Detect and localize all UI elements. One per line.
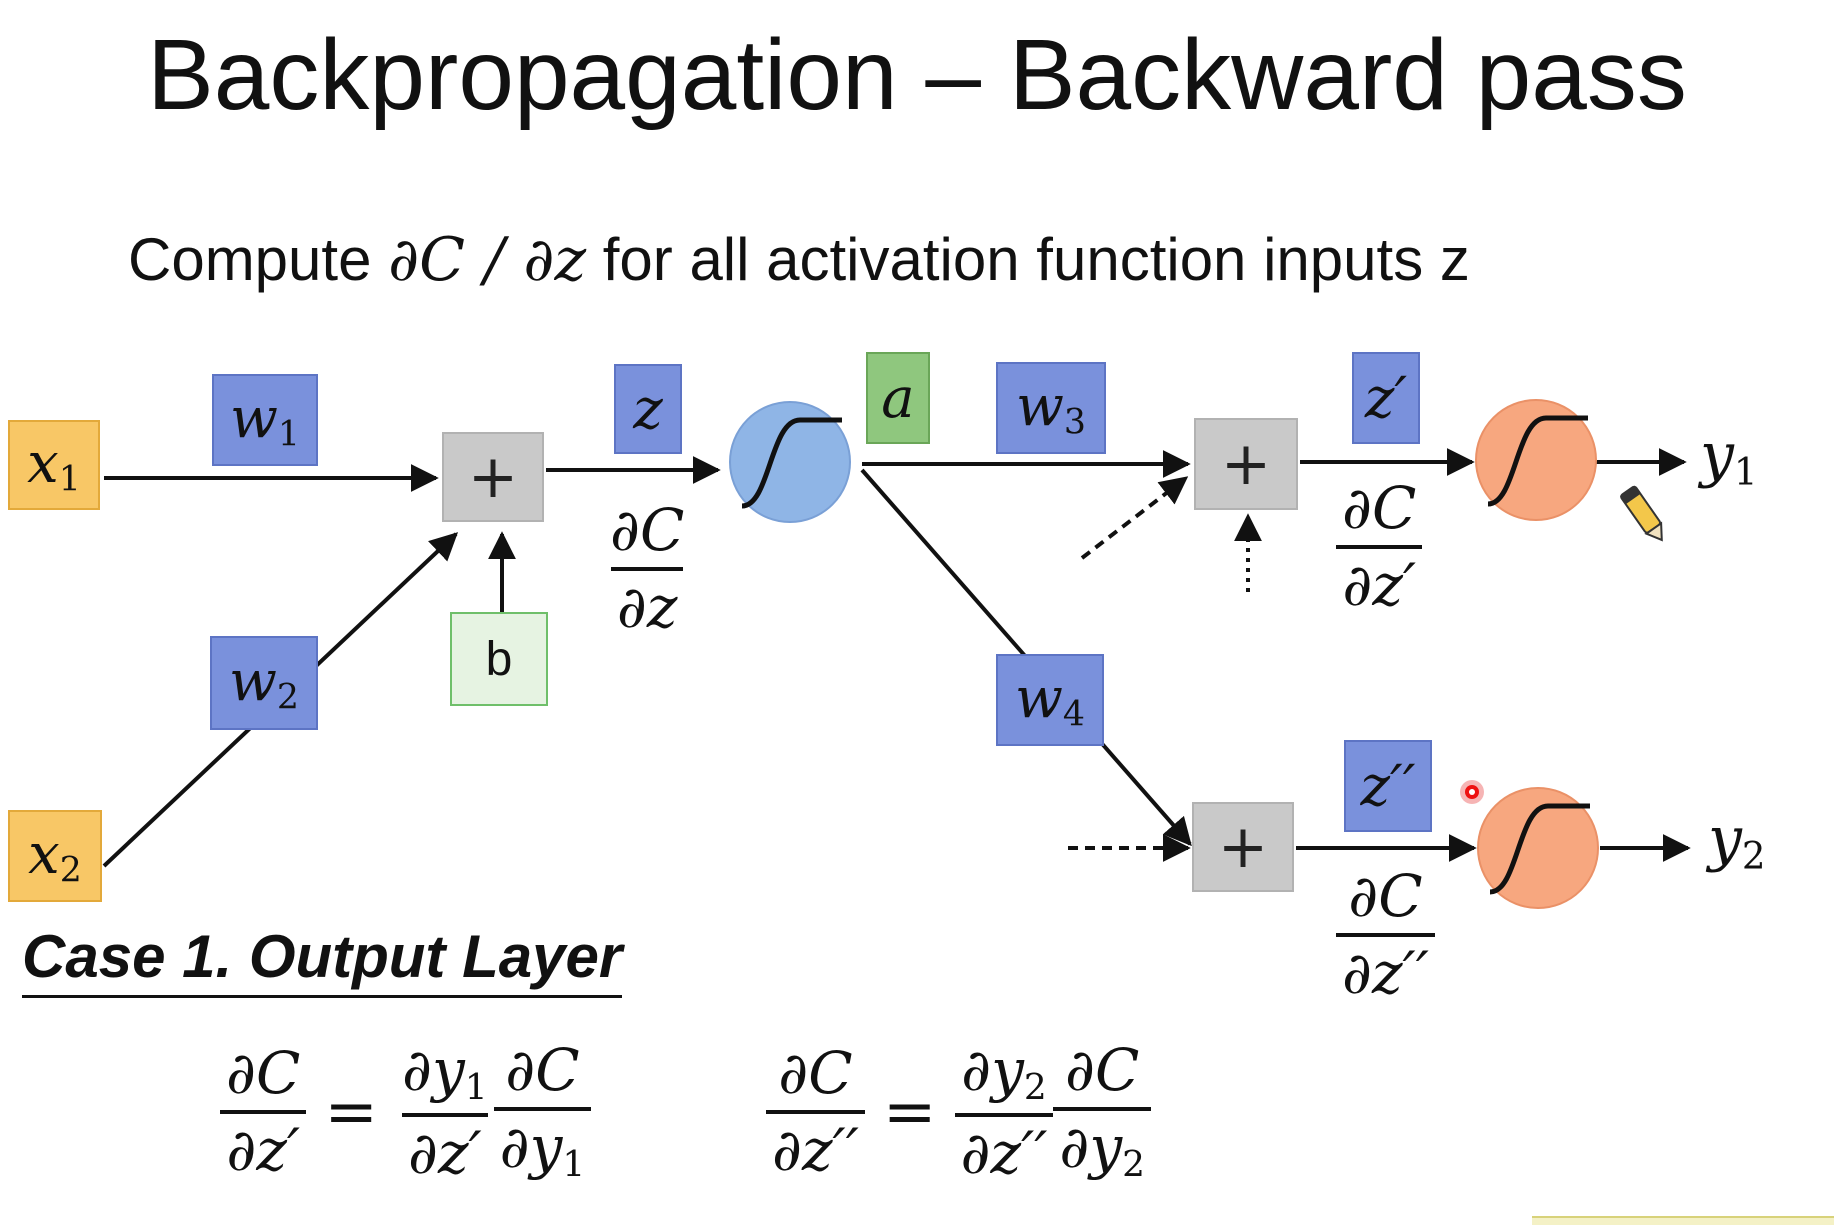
sum-node-bottom: + bbox=[1192, 802, 1294, 892]
eq1-r2-num: ∂C bbox=[505, 1036, 580, 1104]
grad-z-double-prime-den: ∂z′′ bbox=[1336, 932, 1435, 1004]
input-x2: x2 bbox=[8, 810, 102, 902]
sum-node-hidden-label: + bbox=[467, 442, 519, 512]
bias-label: b bbox=[485, 632, 513, 686]
weight-w1: w1 bbox=[212, 374, 318, 466]
weight-w2-label: w2 bbox=[228, 648, 300, 718]
z-prime-box: z′ bbox=[1352, 352, 1420, 444]
weight-w1-label: w1 bbox=[229, 385, 301, 455]
eq2-lhs: ∂C ∂z′′ bbox=[766, 1043, 865, 1181]
grad-z-prime-den: ∂z′ bbox=[1336, 544, 1423, 616]
slide-subtitle: Compute ∂C / ∂z for all activation funct… bbox=[128, 225, 1470, 295]
grad-z-den: ∂z bbox=[610, 566, 684, 638]
eq1-r2-den: ∂y1 bbox=[493, 1106, 592, 1184]
grad-z-double-prime-num: ∂C bbox=[1348, 862, 1423, 930]
eq2-r1-den: ∂z′′ bbox=[954, 1112, 1054, 1184]
eq2-lhs-den: ∂z′′ bbox=[766, 1109, 865, 1181]
pencil-cursor-icon bbox=[1620, 485, 1663, 542]
equation-2: ∂C ∂z′′ = ∂y2 ∂z′′ ∂C ∂y2 bbox=[766, 1036, 1152, 1184]
eq1-r1-den: ∂z′ bbox=[401, 1112, 488, 1184]
subtitle-prefix: Compute bbox=[128, 226, 389, 293]
eq2-lhs-num: ∂C bbox=[778, 1038, 853, 1107]
weight-w3: w3 bbox=[996, 362, 1106, 454]
weight-w4-label: w4 bbox=[1014, 665, 1086, 735]
sum-node-top: + bbox=[1194, 418, 1298, 510]
eq2-r2-den: ∂y2 bbox=[1053, 1106, 1152, 1184]
eq1-lhs-num: ∂C bbox=[226, 1038, 301, 1107]
laser-pointer-icon bbox=[1460, 780, 1484, 804]
input-x2-label: x2 bbox=[28, 821, 82, 891]
eq1-lhs-den: ∂z′ bbox=[220, 1109, 307, 1181]
edge-dashed-top bbox=[1080, 476, 1189, 560]
weight-w4: w4 bbox=[996, 654, 1104, 746]
grad-z-num: ∂C bbox=[610, 496, 685, 564]
a-box: a bbox=[866, 352, 930, 444]
case-heading: Case 1. Output Layer bbox=[22, 922, 623, 998]
eq1-r1-num: ∂y1 bbox=[402, 1036, 488, 1108]
a-label: a bbox=[881, 365, 915, 431]
output-y2: y2 bbox=[1708, 804, 1766, 878]
grad-z-prime-num: ∂C bbox=[1342, 474, 1417, 542]
z-double-prime-label: z′′ bbox=[1360, 753, 1416, 819]
sigmoid-output-bottom bbox=[1477, 787, 1599, 909]
eq1-equals: = bbox=[324, 1074, 378, 1149]
weight-w2: w2 bbox=[210, 636, 318, 730]
sum-node-top-label: + bbox=[1220, 429, 1272, 499]
slide-corner-strip bbox=[1532, 1216, 1834, 1225]
input-x1-label: x1 bbox=[27, 430, 81, 500]
output-y1: y1 bbox=[1700, 420, 1758, 494]
eq2-equals: = bbox=[882, 1074, 937, 1149]
slide-title: Backpropagation – Backward pass bbox=[147, 19, 1687, 131]
sigmoid-output-top bbox=[1475, 399, 1597, 521]
sigmoid-hidden bbox=[729, 401, 851, 523]
z-box: z bbox=[614, 364, 682, 454]
grad-z-fraction: ∂C ∂z bbox=[604, 500, 690, 638]
z-label: z bbox=[633, 376, 663, 442]
bias-box: b bbox=[450, 612, 548, 706]
eq2-r2: ∂C ∂y2 bbox=[1053, 1036, 1152, 1184]
sum-node-bottom-label: + bbox=[1217, 812, 1269, 882]
sum-node-hidden: + bbox=[442, 432, 544, 522]
subtitle-math: ∂C / ∂z bbox=[388, 225, 587, 295]
eq1-lhs: ∂C ∂z′ bbox=[220, 1038, 307, 1181]
eq2-r1-num: ∂y2 bbox=[961, 1036, 1047, 1108]
grad-z-prime-fraction: ∂C ∂z′ bbox=[1336, 474, 1423, 616]
weight-w3-label: w3 bbox=[1015, 373, 1087, 443]
eq1-r2: ∂C ∂y1 bbox=[493, 1036, 592, 1184]
input-x1: x1 bbox=[8, 420, 100, 510]
z-prime-label: z′ bbox=[1364, 365, 1408, 431]
eq2-r1: ∂y2 ∂z′′ bbox=[954, 1036, 1054, 1184]
z-double-prime-box: z′′ bbox=[1344, 740, 1432, 832]
eq1-r1: ∂y1 ∂z′ bbox=[396, 1040, 494, 1184]
grad-z-double-prime-fraction: ∂C ∂z′′ bbox=[1336, 866, 1435, 1004]
subtitle-suffix: for all activation function inputs z bbox=[586, 226, 1470, 293]
equation-1: ∂C ∂z′ = ∂y1 ∂z′ ∂C ∂y1 bbox=[220, 1036, 592, 1184]
eq2-r2-num: ∂C bbox=[1065, 1036, 1140, 1104]
